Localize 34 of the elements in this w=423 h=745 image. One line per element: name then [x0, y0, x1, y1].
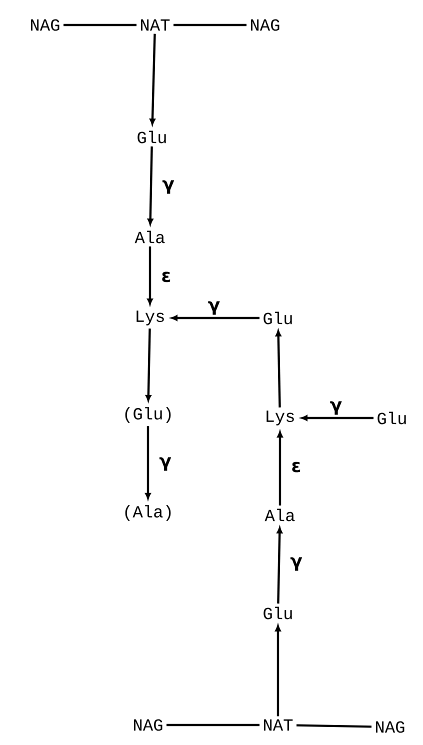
arrow	[301, 415, 374, 421]
residue-label: Lys	[266, 410, 294, 426]
edge-label: ε	[162, 272, 170, 282]
arrow	[145, 426, 151, 500]
residue-label: Ala	[264, 508, 295, 522]
edge-label: γ	[330, 401, 342, 415]
residue-label: (Glu)	[125, 407, 171, 423]
residue-label: Lys	[136, 310, 164, 326]
residue-label: NAG	[251, 19, 280, 31]
residue-label: (Ala)	[125, 505, 171, 521]
arrow	[148, 146, 154, 225]
arrow	[146, 328, 152, 402]
residue-label: NAT	[264, 719, 293, 731]
arrow	[276, 330, 282, 408]
residue-label: NAG	[31, 19, 60, 31]
arrow	[276, 527, 282, 604]
edge-label: γ	[208, 301, 220, 315]
arrow	[147, 246, 153, 305]
residue-label: Glu	[264, 312, 292, 324]
residue-label: NAG	[376, 721, 404, 733]
arrow	[277, 431, 283, 506]
arrow	[150, 34, 156, 125]
residue-label: Glu	[378, 412, 406, 424]
residue-label: NAT	[141, 19, 170, 31]
arrow	[171, 315, 260, 321]
edge-label: ε	[292, 462, 300, 472]
edge-label: γ	[162, 180, 174, 194]
residue-label: Glu	[264, 606, 292, 620]
edge-label: γ	[159, 457, 172, 471]
arrow	[275, 625, 281, 716]
residue-label: Ala	[134, 230, 165, 244]
edge-label: γ	[290, 557, 302, 571]
residue-label: NAG	[134, 719, 162, 731]
residue-label: Glu	[138, 130, 166, 144]
